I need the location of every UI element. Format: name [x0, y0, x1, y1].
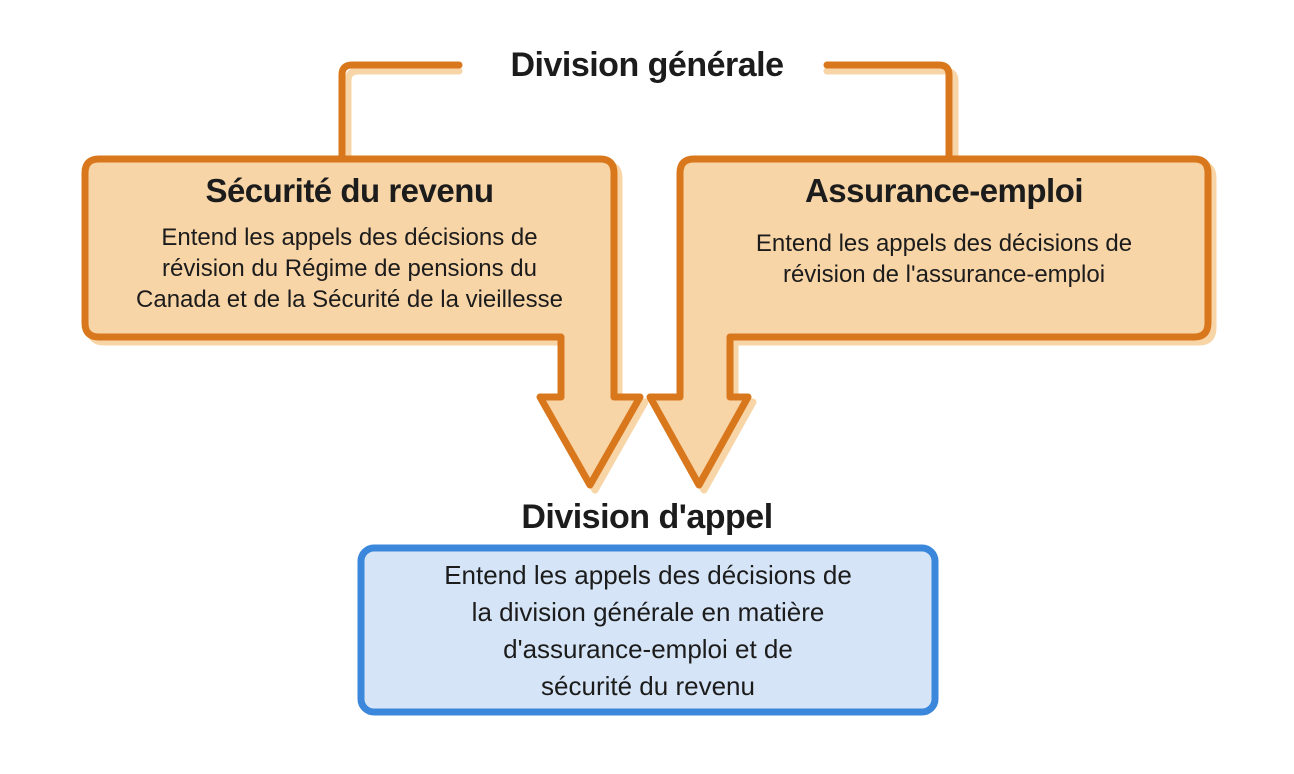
income-security-line-2: révision du Régime de pensions du	[162, 255, 537, 282]
appeal-division-line-4: sécurité du revenu	[541, 671, 755, 701]
income-security-description: Entend les appels des décisions de révis…	[85, 222, 614, 315]
right-connector-line	[823, 61, 953, 162]
employment-insurance-line-1: Entend les appels des décisions de	[755, 230, 1133, 257]
right-connector	[823, 61, 959, 162]
left-connector-shadow	[344, 67, 463, 162]
income-security-bubble-with-arrow	[81, 155, 649, 494]
employment-insurance-bubble-with-arrow	[646, 155, 1217, 494]
appeal-division-line-2: la division générale en matière	[471, 597, 825, 627]
income-security-line-1: Entend les appels des décisions de	[161, 224, 538, 251]
appeal-division-line-3: d'assurance-emploi et de	[503, 634, 793, 664]
appeal-division-description: Entend les appels des décisions de la di…	[361, 557, 935, 705]
income-security-title: Sécurité du revenu	[205, 172, 494, 209]
left-connector-line	[338, 61, 463, 162]
left-connector	[338, 61, 463, 162]
employment-insurance-box: Assurance-emploi Entend les appels des d…	[680, 170, 1208, 290]
appeal-division-box-shape	[357, 544, 939, 716]
employment-insurance-line-2: révision de l'assurance-emploi	[782, 261, 1106, 288]
employment-insurance-bubble-shape	[646, 155, 1212, 489]
employment-insurance-title: Assurance-emploi	[804, 172, 1084, 209]
general-division-title: Division générale	[510, 46, 784, 84]
income-security-box: Sécurité du revenu Entend les appels des…	[85, 170, 614, 315]
income-security-line-3: Canada et de la Sécurité de la vieilless…	[136, 286, 563, 313]
income-security-bubble-shape	[81, 155, 644, 489]
appeal-division-line-1: Entend les appels des décisions de	[444, 560, 852, 590]
appeal-division-title: Division d'appel	[521, 498, 773, 536]
employment-insurance-description: Entend les appels des décisions de révis…	[680, 228, 1208, 290]
